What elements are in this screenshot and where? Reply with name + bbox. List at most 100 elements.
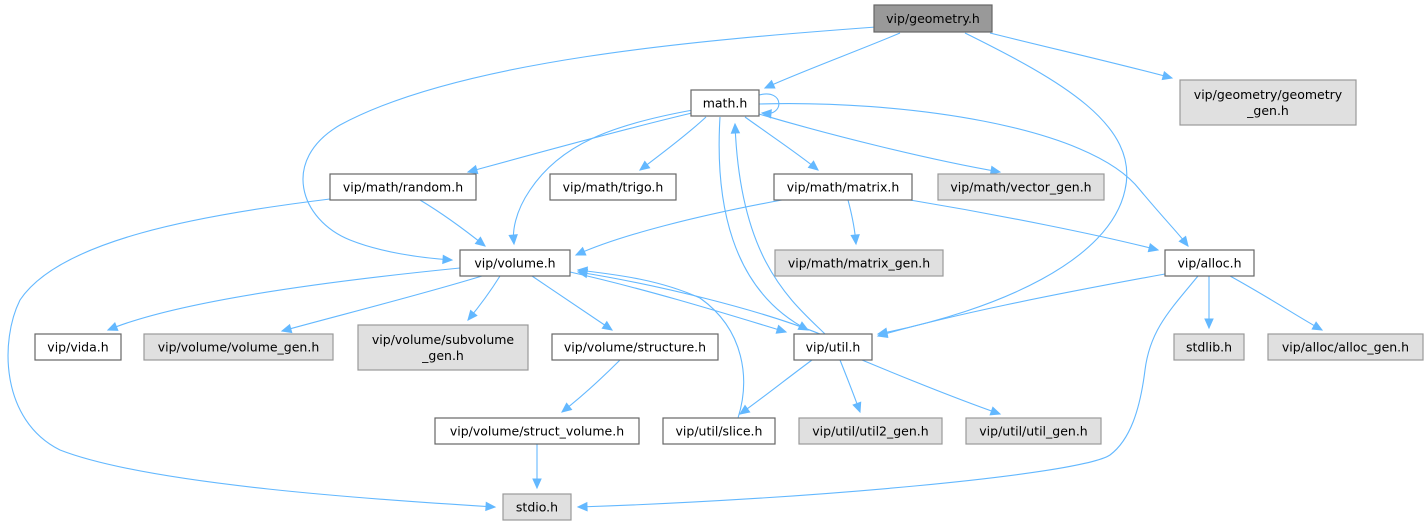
node-util[interactable]: vip/util.h [793,333,873,361]
node-util_gen: vip/util/util_gen.h [965,417,1102,445]
arrowhead-icon [760,109,772,119]
edge-line [758,103,1189,247]
edge-geometry-to-math [763,32,901,89]
node-label: vip/math/vector_gen.h [950,180,1091,195]
node-box [1267,333,1424,361]
node-matrix[interactable]: vip/math/matrix.h [773,173,913,201]
node-label: vip/vida.h [47,340,108,355]
arrowhead-icon [561,402,573,413]
node-box [937,173,1105,201]
arrowhead-icon [1147,243,1160,253]
node-label: vip/math/matrix.h [787,180,900,195]
node-box [774,249,944,277]
edge-line [419,199,486,247]
arrowhead-icon [989,406,1002,416]
node-box [434,417,640,445]
node-label: _gen.h [1246,103,1289,118]
edge-geometry-to-geometry_gen [989,32,1174,81]
node-box [1173,333,1245,361]
arrowhead-icon [730,122,741,134]
edge-line [989,32,1173,79]
arrowhead-icon [1161,70,1174,81]
node-trigo[interactable]: vip/math/trigo.h [549,173,677,201]
edge-volume-to-vida [106,267,461,331]
edge-matrix-to-matrix_gen [847,199,860,246]
edge-line [577,269,745,419]
edge-line [281,275,483,332]
edges-layer [7,26,1324,512]
node-label: _gen.h [421,348,464,363]
edge-util-to-slice [738,359,813,415]
node-struct_volume[interactable]: vip/volume/struct_volume.h [434,417,640,445]
arrowhead-icon [106,322,119,331]
arrowhead-icon [532,478,542,490]
arrowhead-icon [763,79,776,89]
edge-slice-to-volume [576,266,745,419]
node-vida[interactable]: vip/vida.h [34,333,122,361]
node-random[interactable]: vip/math/random.h [329,173,477,201]
arrowhead-icon [601,320,614,331]
node-util2_gen: vip/util/util2_gen.h [798,417,943,445]
node-label: vip/alloc/alloc_gen.h [1282,340,1409,355]
arrowhead-icon [876,328,889,338]
edge-math-to-trigo [639,116,707,171]
node-stdio: stdio.h [502,493,572,521]
edge-matrix-to-alloc [909,199,1160,253]
edge-line [734,123,826,335]
edge-util-to-math [730,122,826,335]
edge-line [575,199,783,256]
node-math[interactable]: math.h [690,89,760,117]
edge-alloc-to-alloc_gen [1229,275,1324,331]
edge-random-to-volume [419,199,486,247]
edge-alloc-to-stdlib [1204,275,1214,330]
node-label: vip/alloc.h [1177,256,1241,271]
node-structure[interactable]: vip/volume/structure.h [551,333,719,361]
node-label: vip/volume/structure.h [564,340,706,355]
node-alloc[interactable]: vip/alloc.h [1164,249,1255,277]
node-box [690,89,760,117]
node-label: vip/volume.h [474,256,555,271]
node-label: vip/math/matrix_gen.h [788,256,930,271]
arrowhead-icon [474,236,486,247]
node-label: vip/geometry.h [886,11,980,26]
edge-line [877,32,1128,335]
node-slice[interactable]: vip/util/slice.h [662,417,776,445]
node-geometry: vip/geometry.h [873,4,993,33]
node-alloc_gen: vip/alloc/alloc_gen.h [1267,333,1424,361]
node-label: vip/util/util2_gen.h [812,424,928,439]
node-box [551,333,719,361]
node-box [143,333,334,361]
arrowhead-icon [989,165,1002,176]
edge-line [467,112,693,173]
nodes-layer: vip/geometry.hmath.hvip/geometry/geometr… [34,4,1424,521]
edge-line [718,116,809,331]
edge-line [7,198,496,508]
node-box [793,333,873,361]
edge-line [1229,275,1323,331]
arrowhead-icon [442,254,454,265]
node-label: vip/volume/subvolume [372,332,515,347]
node-box [459,249,571,277]
node-box [1164,249,1255,277]
edge-geometry-to-volume [302,26,877,265]
edge-volume-to-structure [531,275,614,331]
node-vector_gen: vip/math/vector_gen.h [937,173,1105,201]
arrowhead-icon [576,501,588,512]
edge-util-to-util2_gen [839,359,862,414]
node-box [965,417,1102,445]
node-label: math.h [703,96,748,111]
arrowhead-icon [574,246,587,256]
arrowhead-icon [508,234,518,246]
node-volume[interactable]: vip/volume.h [459,249,571,277]
node-stdlib: stdlib.h [1173,333,1245,361]
edge-line [512,109,694,245]
edge-random-to-stdio [7,198,497,512]
node-label: stdlib.h [1186,340,1232,355]
edge-math-to-matrix [744,116,819,171]
node-label: vip/util.h [806,340,861,355]
arrowhead-icon [852,401,862,414]
edge-math-to-math [758,93,780,119]
arrowhead-icon [576,266,588,276]
node-box [662,417,776,445]
